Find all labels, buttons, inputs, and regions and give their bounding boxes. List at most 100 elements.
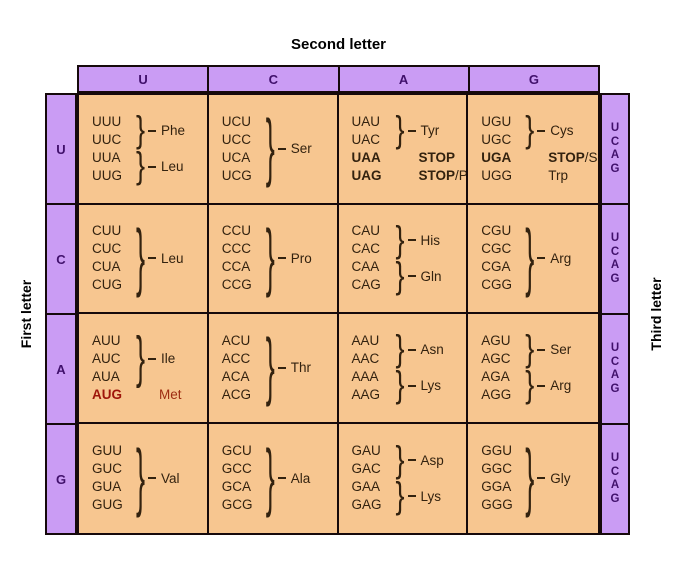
- codon: GUC: [92, 461, 122, 477]
- brace-icon: }: [394, 109, 407, 151]
- codon: UUC: [92, 131, 122, 147]
- brace-icon: }: [523, 330, 536, 368]
- codon: GAA: [351, 479, 381, 495]
- codon: GGA: [481, 479, 512, 495]
- brace-tick: [537, 257, 546, 260]
- codon: GUA: [92, 479, 122, 495]
- codon: AUA: [92, 368, 120, 384]
- codon: GCC: [221, 461, 252, 477]
- codon-column: GAA GAG: [352, 478, 394, 514]
- brace-icon: }: [134, 439, 147, 514]
- codon: UAG: [351, 167, 382, 183]
- brace-tick: [537, 348, 546, 351]
- codon: CGA: [481, 259, 511, 275]
- brace-tick: [277, 477, 286, 480]
- amino-acid-label: Lys: [420, 378, 442, 394]
- brace-icon: }: [264, 110, 277, 185]
- brace-icon: }: [134, 330, 147, 386]
- codon: GUG: [92, 497, 123, 513]
- amino-acid-label: STOP: [418, 167, 456, 183]
- third-letter: U: [610, 122, 620, 134]
- codon: CCC: [221, 241, 251, 257]
- brace-tick: [537, 477, 546, 480]
- third-letter: G: [610, 272, 620, 285]
- amino-acid-label: Pro: [290, 250, 312, 266]
- codon: GAG: [351, 497, 382, 513]
- codon-column: AAA AAG: [352, 368, 394, 404]
- amino-acid-label: Met: [159, 386, 182, 402]
- brace-icon: }: [394, 364, 407, 406]
- codon: AAG: [351, 386, 381, 402]
- brace-glyph: }: [265, 324, 275, 408]
- codon: GGC: [481, 461, 513, 477]
- brace-glyph: }: [395, 109, 405, 151]
- codon-column: UGU UGC: [481, 113, 523, 149]
- codon: ACC: [221, 350, 251, 366]
- codon: AAA: [351, 368, 379, 384]
- brace-icon: }: [394, 328, 407, 370]
- amino-acid-label: Cys: [550, 123, 574, 139]
- third-letter: U: [610, 452, 620, 464]
- brace-icon: }: [394, 477, 407, 514]
- codon: UGU: [481, 113, 512, 129]
- codon-group: AAA AAG} Lys: [352, 364, 467, 406]
- codon: AGU: [481, 332, 511, 348]
- third-letter: A: [610, 479, 620, 491]
- third-letter: A: [610, 259, 620, 271]
- first-letter-label: First letter: [18, 279, 34, 349]
- brace-glyph: }: [395, 328, 405, 370]
- codon: UGC: [481, 131, 512, 147]
- brace-glyph: }: [265, 215, 275, 299]
- amino-acid-label: Asp: [420, 452, 444, 468]
- brace-glyph: }: [265, 435, 275, 519]
- brace-tick: [537, 384, 546, 387]
- brace-glyph: }: [395, 364, 405, 406]
- codon: AGC: [481, 350, 511, 366]
- codon: GCU: [221, 443, 252, 459]
- amino-acid-label: Tyr: [420, 123, 440, 139]
- third-letter: A: [610, 369, 620, 381]
- codon-line-plain: UAG STOP/Pyl: [352, 167, 467, 185]
- codon: UUA: [92, 149, 121, 165]
- column-header-A: A: [340, 67, 470, 91]
- brace-icon: }: [264, 324, 277, 408]
- row-header-A: A: [47, 315, 75, 425]
- brace-tick: [277, 257, 286, 260]
- brace-tick: [148, 129, 156, 132]
- amino-acid-suffix: /Pyl: [455, 167, 468, 183]
- brace-glyph: }: [525, 364, 535, 406]
- codon: CAA: [351, 259, 380, 275]
- brace-tick: [148, 257, 156, 260]
- brace-tick: [407, 239, 416, 242]
- codon: CCG: [221, 277, 252, 293]
